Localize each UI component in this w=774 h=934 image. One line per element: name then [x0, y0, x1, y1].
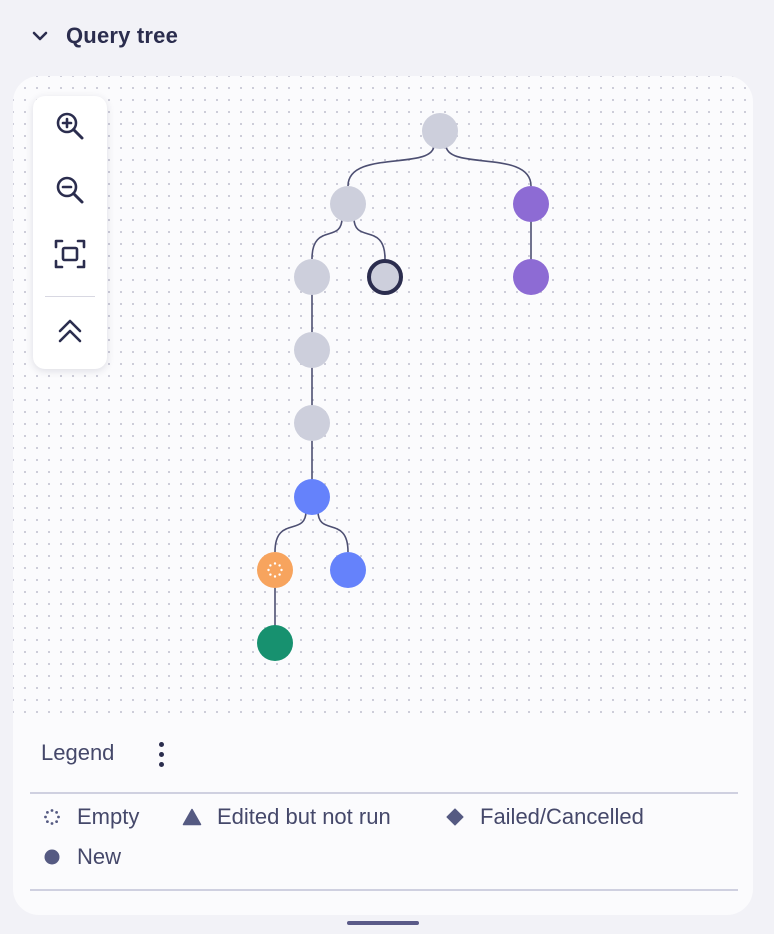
dot-icon: [41, 846, 63, 868]
legend-item-failed: Failed/Cancelled: [444, 804, 644, 830]
empty-state-dot: [267, 568, 270, 572]
tree-edge: [347, 144, 435, 187]
tree-node-n6[interactable]: [513, 259, 549, 295]
legend-item-edited: Edited but not run: [181, 804, 391, 830]
double-chevron-up-icon: [55, 316, 85, 351]
dotted-circle-icon: [41, 806, 63, 828]
legend-item-empty: Empty: [41, 804, 139, 830]
empty-state-dot: [269, 573, 272, 576]
zoom-out-icon: [54, 174, 86, 211]
empty-state-dot: [278, 573, 281, 576]
empty-state-dot: [278, 564, 281, 567]
tree-edge: [311, 217, 343, 260]
legend-item-new: New: [41, 844, 121, 870]
fit-view-icon: [53, 238, 87, 275]
tree-node-n9[interactable]: [294, 479, 330, 515]
toolbar-divider: [45, 296, 95, 297]
tree-node-n1[interactable]: [422, 113, 458, 149]
fit-view-button[interactable]: [33, 228, 107, 284]
tree-edge: [274, 510, 307, 553]
tree-node-n7[interactable]: [294, 332, 330, 368]
legend-label: New: [77, 844, 122, 869]
legend-label: Empty: [77, 804, 140, 829]
tree-node-n3[interactable]: [513, 186, 549, 222]
tree-edge: [317, 510, 349, 553]
tree-edge: [445, 144, 532, 187]
query-tree-graph: [257, 113, 549, 661]
tree-node-n10[interactable]: [257, 552, 293, 588]
collapse-button[interactable]: [33, 305, 107, 361]
empty-state-dot: [269, 564, 272, 567]
tree-node-n11[interactable]: [330, 552, 366, 588]
legend-title: Legend: [41, 740, 115, 765]
tree-canvas[interactable]: [13, 76, 753, 721]
tree-node-n2[interactable]: [330, 186, 366, 222]
tree-node-n4[interactable]: [294, 259, 330, 295]
legend-label: Edited but not run: [217, 804, 391, 829]
resize-handle[interactable]: [347, 921, 419, 925]
empty-state-dot: [273, 562, 277, 565]
tree-node-n5[interactable]: [367, 259, 403, 295]
query-tree-header[interactable]: Query tree: [28, 20, 178, 52]
legend-label: Failed/Cancelled: [480, 804, 644, 829]
section-title: Query tree: [66, 23, 179, 48]
zoom-in-button[interactable]: [33, 100, 107, 156]
legend-divider-bottom: [30, 889, 738, 891]
tree-node-n12[interactable]: [257, 625, 293, 661]
graph-toolbar: [33, 96, 107, 369]
zoom-out-button[interactable]: [33, 164, 107, 220]
empty-state-dot: [280, 568, 283, 572]
more-vertical-icon[interactable]: [149, 737, 173, 771]
chevron-down-icon[interactable]: [28, 24, 52, 48]
legend-divider-top: [30, 792, 738, 794]
triangle-icon: [181, 806, 203, 828]
empty-state-dot: [273, 575, 277, 578]
tree-edge: [353, 217, 386, 260]
query-tree-panel: Legend Empty Edited but not run: [13, 76, 753, 915]
diamond-icon: [444, 806, 466, 828]
tree-node-n8[interactable]: [294, 405, 330, 441]
zoom-in-icon: [54, 110, 86, 147]
